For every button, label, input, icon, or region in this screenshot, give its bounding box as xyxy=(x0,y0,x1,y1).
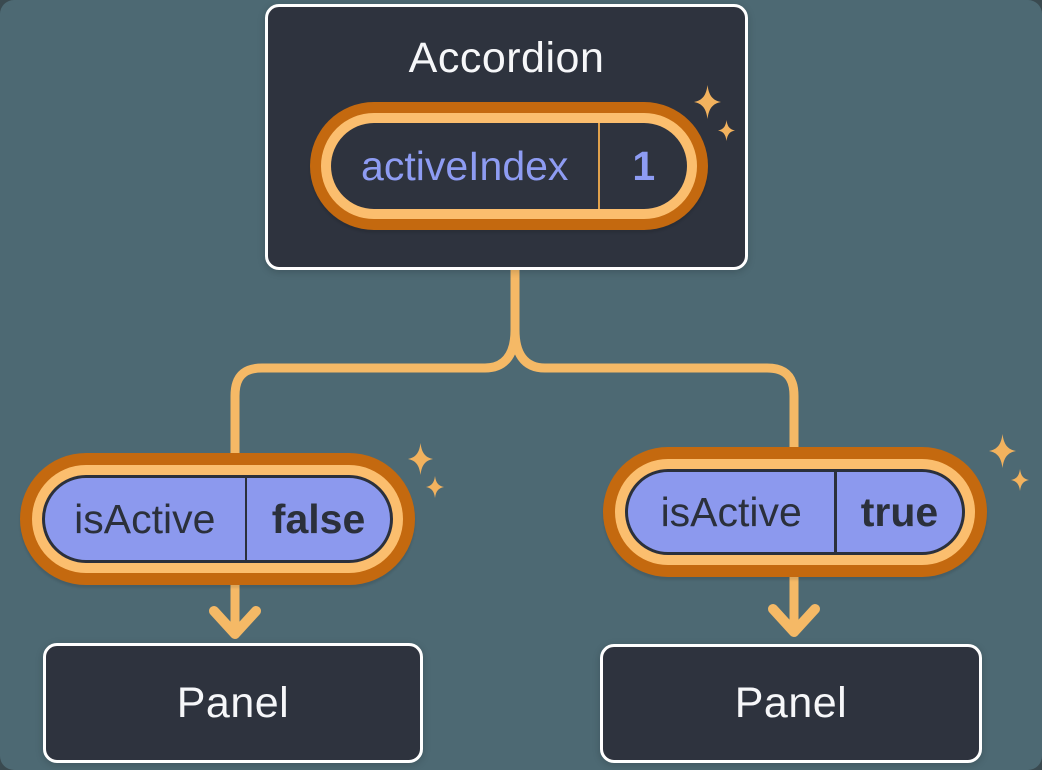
arrow-down-icon xyxy=(768,604,820,637)
accordion-title: Accordion xyxy=(408,34,605,82)
pill-divider xyxy=(244,478,248,560)
state-pill-body: activeIndex 1 xyxy=(331,123,687,209)
sparkle-icon xyxy=(408,443,433,475)
state-label: activeIndex xyxy=(361,142,569,189)
prop-pill-ring: isActive true xyxy=(615,459,975,565)
panel-card-right: Panel xyxy=(600,644,982,763)
sparkle-icon xyxy=(694,85,721,119)
state-pill-ring: activeIndex 1 xyxy=(321,113,697,219)
state-value: 1 xyxy=(632,142,656,189)
sparkle-icon xyxy=(426,476,444,498)
prop-pill-body: isActive true xyxy=(625,469,965,555)
sparkle-icon xyxy=(989,434,1016,468)
prop-pill-ring: isActive false xyxy=(32,465,403,573)
prop-label: isActive xyxy=(660,488,802,535)
pill-divider xyxy=(598,123,601,209)
panel-label: Panel xyxy=(176,678,290,727)
prop-label: isActive xyxy=(74,495,216,542)
sparkle-icon xyxy=(1011,469,1029,491)
connector-branch-right xyxy=(510,266,799,628)
prop-value: false xyxy=(271,495,366,542)
prop-pill-right: isActive true xyxy=(603,447,987,577)
prop-pill-left: isActive false xyxy=(20,453,415,585)
pill-divider xyxy=(834,472,837,552)
prop-value: true xyxy=(860,488,939,535)
panel-label: Panel xyxy=(734,679,848,727)
arrow-down-icon xyxy=(209,606,261,639)
sparkle-icon xyxy=(718,120,735,141)
prop-pill-body: isActive false xyxy=(42,475,393,563)
state-pill: activeIndex 1 xyxy=(310,102,708,230)
panel-card-left: Panel xyxy=(43,643,423,763)
